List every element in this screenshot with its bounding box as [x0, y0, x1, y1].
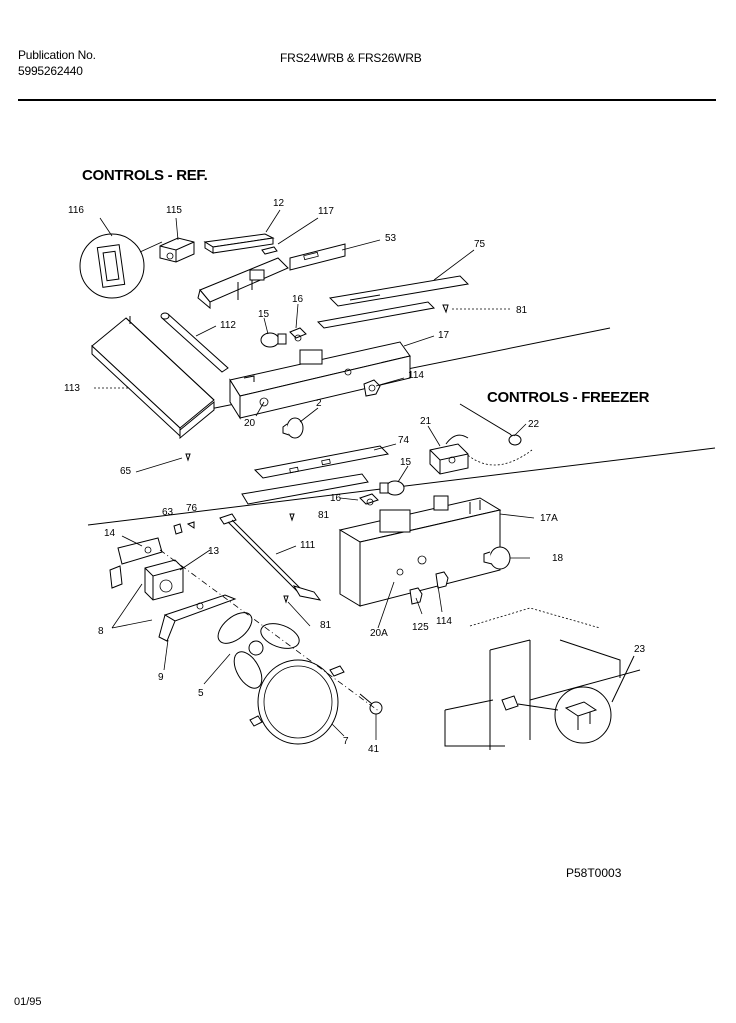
callout-41: 41	[368, 744, 380, 755]
part-12	[203, 233, 275, 254]
part-53-bracket	[289, 243, 346, 271]
part-76-clip	[186, 521, 195, 529]
part-81-screw-b	[289, 513, 295, 522]
callout-53: 53	[385, 233, 397, 244]
callout-7: 7	[343, 736, 349, 747]
callout-111: 111	[300, 540, 316, 551]
part-15-bulb-freezer	[379, 480, 405, 496]
section-title-controls-freezer: CONTROLS - FREEZER	[487, 389, 650, 406]
callout-65: 65	[120, 466, 132, 477]
callout-23: 23	[634, 644, 646, 655]
callout-63: 63	[162, 507, 174, 518]
part-114-knob-ref	[363, 379, 381, 397]
model-numbers: FRS24WRB & FRS26WRB	[280, 51, 422, 65]
callout-21: 21	[420, 416, 432, 427]
header-rule	[18, 99, 716, 101]
publication-label: Publication No.	[18, 48, 96, 62]
callout-114-freezer: 114	[436, 616, 452, 627]
part-7-fan-shroud	[249, 659, 345, 745]
callout-20A: 20A	[370, 628, 388, 639]
part-17-control-housing	[229, 341, 411, 420]
callout-74: 74	[398, 435, 410, 446]
freezer-lower-cover	[241, 473, 369, 505]
part-63-clip	[173, 523, 183, 535]
footer-date: 01/95	[14, 996, 42, 1008]
callout-12: 12	[273, 198, 285, 209]
part-115-switch	[159, 237, 195, 263]
callout-17A: 17A	[540, 513, 558, 524]
part-116-detail	[79, 233, 163, 299]
part-13-motor	[144, 559, 184, 601]
callout-9: 9	[158, 672, 164, 683]
part-114-knob-freezer	[435, 571, 449, 589]
section-title-controls-ref: CONTROLS - REF.	[82, 167, 208, 184]
part-17A-freezer-housing	[338, 495, 502, 607]
part-112-tube	[160, 312, 229, 373]
part-41-screw	[359, 693, 383, 715]
part-113-shelf	[91, 316, 215, 440]
callout-81-top: 81	[516, 305, 528, 316]
ref-housing	[197, 257, 289, 310]
callout-75: 75	[474, 239, 486, 250]
callout-113: 113	[64, 383, 80, 394]
callout-81-mid: 81	[318, 510, 330, 521]
part-23-detail	[501, 655, 635, 744]
callout-81-low: 81	[320, 620, 332, 631]
publication-number: 5995262440	[18, 64, 83, 78]
leader-lines	[94, 209, 535, 740]
part-5-fan-blade	[217, 612, 300, 689]
callout-125: 125	[412, 622, 429, 633]
part-81-screw-c	[283, 595, 289, 604]
callout-13: 13	[208, 546, 220, 557]
part-125-knob	[409, 587, 423, 605]
part-21-thermostat	[429, 434, 469, 475]
callout-18: 18	[552, 553, 564, 564]
callout-117: 117	[318, 206, 334, 217]
part-16-socket-ref	[289, 327, 307, 342]
callout-17: 17	[438, 330, 450, 341]
callout-5: 5	[198, 688, 204, 699]
callout-20: 20	[244, 418, 256, 429]
callout-2: 2	[316, 398, 322, 409]
callout-22: 22	[528, 419, 540, 430]
ref-lower-cover	[316, 301, 436, 329]
figure-id: P58T0003	[566, 866, 622, 880]
part-15-bulb-ref	[260, 332, 287, 348]
part-75-cover	[328, 275, 470, 307]
callout-14: 14	[104, 528, 116, 539]
part-74-cover	[253, 445, 390, 479]
callout-16-ref: 16	[292, 294, 304, 305]
callout-76: 76	[186, 503, 198, 514]
cabinet-outline	[444, 607, 641, 750]
callout-114-ref: 114	[408, 370, 424, 381]
callout-8: 8	[98, 626, 104, 637]
part-16-socket-freezer	[359, 493, 379, 506]
callout-115: 115	[166, 205, 182, 216]
part-8-mount-bracket	[158, 594, 237, 642]
part-65-screw	[185, 453, 191, 462]
part-22-capillary	[459, 403, 533, 466]
part-14-bracket	[109, 537, 163, 589]
part-81-screw-a	[442, 304, 510, 314]
part-2-knob	[282, 417, 304, 439]
callout-15-ref: 15	[258, 309, 270, 320]
callout-116: 116	[68, 205, 84, 216]
part-18-knob	[483, 546, 511, 570]
callout-112: 112	[220, 320, 236, 331]
callout-15-freezer: 15	[400, 457, 412, 468]
part-111-harness	[219, 513, 322, 601]
callout-numbers: 116 115 12 117 53 75 81 16 15 112 17 113…	[64, 198, 646, 755]
callout-16-freezer: 16	[330, 493, 342, 504]
part-117	[261, 246, 278, 255]
